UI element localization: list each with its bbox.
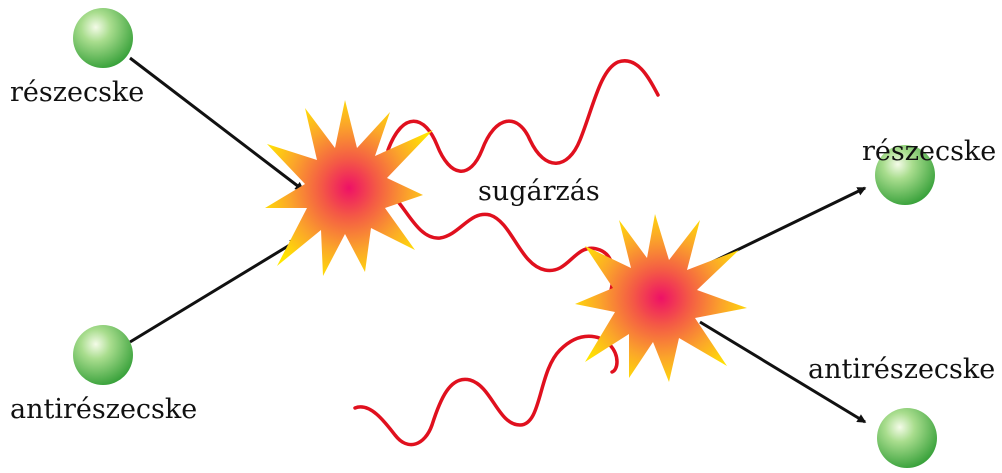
label-particle-out: részecske	[862, 138, 996, 165]
arrow-antiparticle-in	[130, 240, 298, 342]
radiation-wave-3	[355, 336, 617, 444]
label-antiparticle-in: antirészecske	[10, 396, 197, 423]
arrow-particle-in	[130, 58, 303, 190]
annihilation-burst	[265, 100, 433, 276]
label-antiparticle-out: antirészecske	[808, 356, 995, 383]
radiation-wave-1	[388, 61, 658, 171]
label-particle-in: részecske	[10, 79, 144, 106]
particle-in-sphere	[73, 8, 133, 68]
antiparticle-out-sphere	[877, 408, 937, 468]
pair-production-burst	[575, 214, 747, 382]
label-radiation: sugárzás	[478, 178, 600, 205]
antiparticle-in-sphere	[73, 325, 133, 385]
